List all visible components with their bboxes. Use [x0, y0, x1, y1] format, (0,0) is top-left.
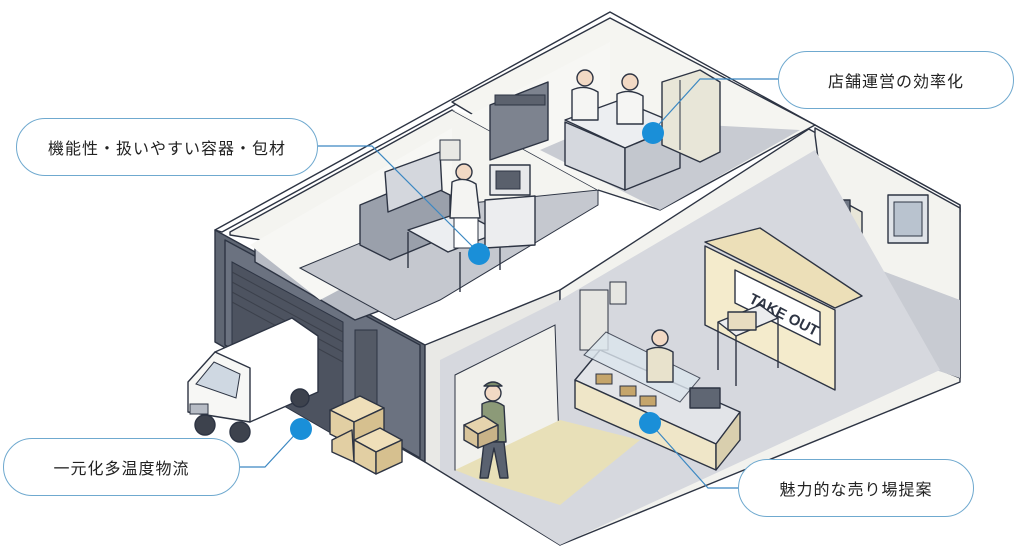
callout-logistics[interactable]: 一元化多温度物流 [3, 438, 240, 496]
callout-packaging[interactable]: 機能性・扱いやすい容器・包材 [16, 118, 318, 176]
delivery-worker [463, 381, 509, 479]
leader-lines [240, 78, 778, 489]
cardboard-boxes [329, 395, 403, 475]
prep-room [451, 17, 816, 211]
callout-logistics-label: 一元化多温度物流 [53, 459, 190, 478]
delivery-van [187, 317, 319, 443]
marker-dot-sales-floor[interactable] [639, 412, 661, 434]
callout-packaging-label: 機能性・扱いやすい容器・包材 [47, 139, 286, 158]
callout-sales-floor-label: 魅力的な売り場提案 [779, 480, 933, 499]
marker-dot-store-efficiency[interactable] [642, 122, 664, 144]
takeout-counter: TAKE OUT [704, 227, 863, 391]
marker-dot-logistics[interactable] [290, 418, 312, 440]
callout-sales-floor[interactable]: 魅力的な売り場提案 [738, 459, 974, 517]
callout-store-efficiency[interactable]: 店舗運営の効率化 [778, 51, 1014, 109]
callout-store-efficiency-label: 店舗運営の効率化 [827, 72, 964, 91]
marker-dot-packaging[interactable] [468, 243, 490, 265]
